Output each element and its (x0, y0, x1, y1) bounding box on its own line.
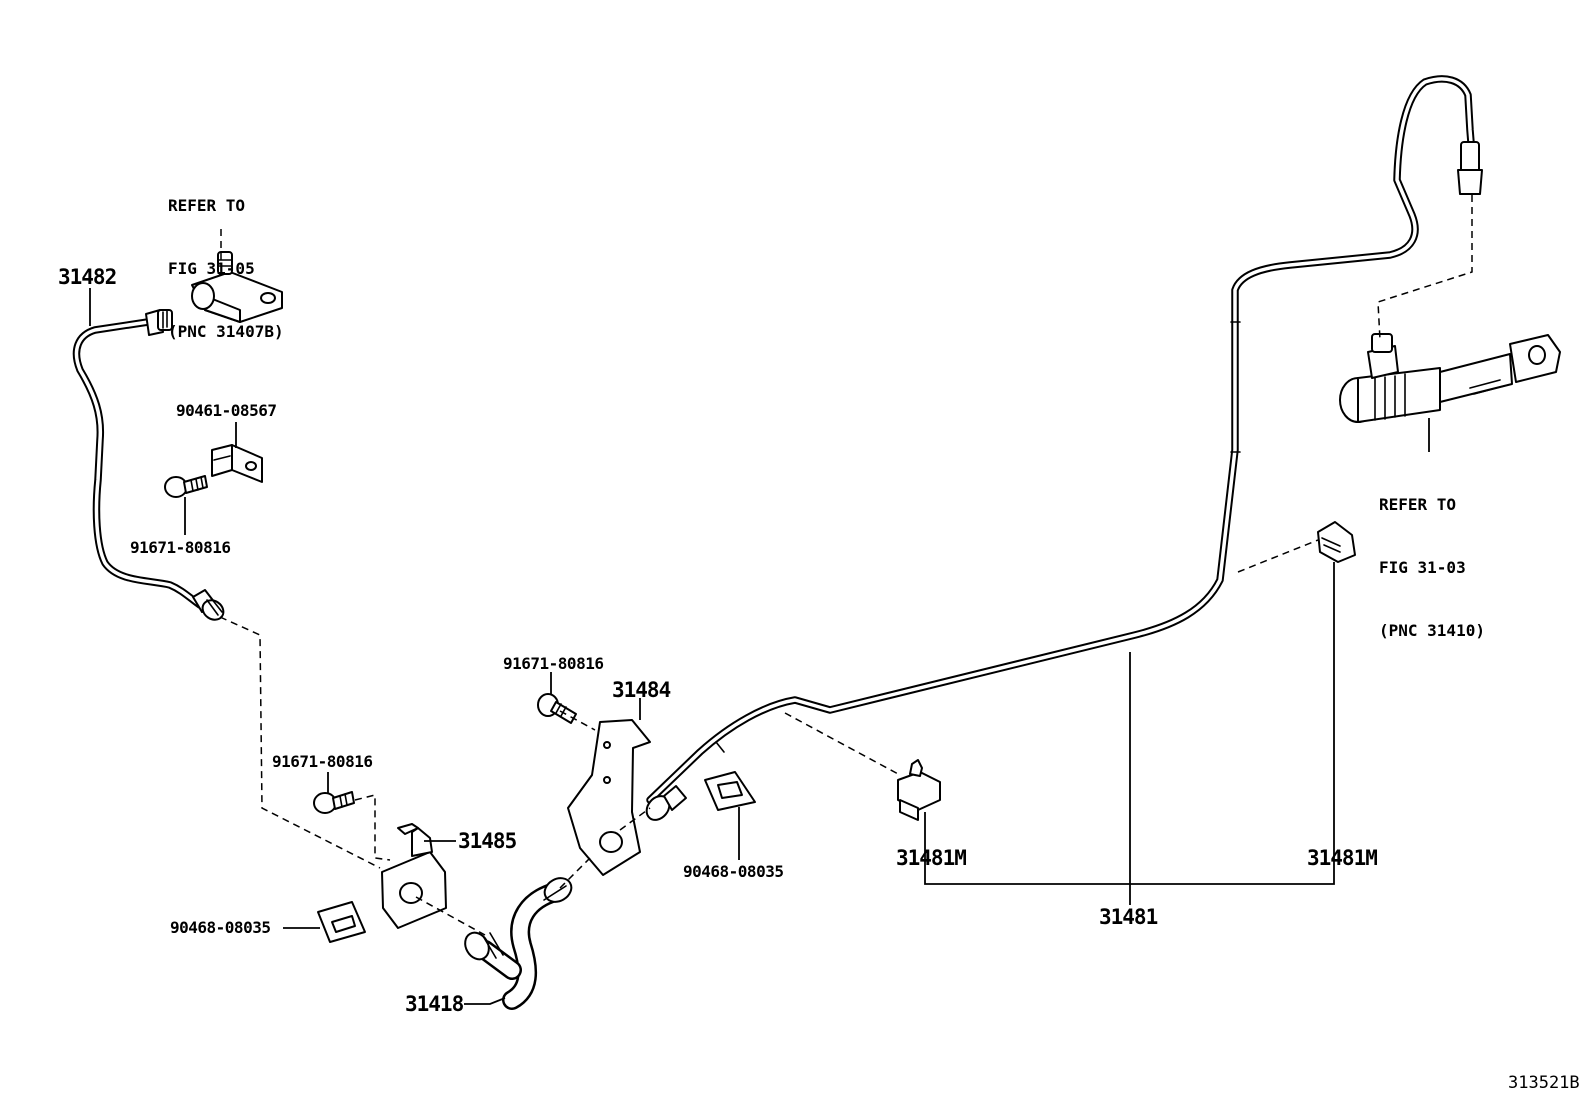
ref-note-line: REFER TO (1379, 495, 1457, 514)
part-label-31481M-middle[interactable]: 31481M (896, 846, 967, 870)
part-label-31484[interactable]: 31484 (612, 678, 671, 702)
leader-lines (89, 288, 1430, 1005)
ref-note-fig-31-05: REFER TO FIG 31-05 (PNC 31407B) (168, 153, 284, 363)
flexible-hose-31418[interactable] (460, 873, 575, 1010)
clamp-90461-08567[interactable] (211, 444, 263, 483)
dashed-connectors (219, 195, 1473, 936)
part-label-31481[interactable]: 31481 (1099, 905, 1158, 929)
part-label-90468-08035-left[interactable]: 90468-08035 (170, 918, 271, 937)
bolt-91671-80816-upper[interactable] (164, 475, 208, 498)
part-label-91671-80816-middle[interactable]: 91671-80816 (272, 752, 373, 771)
bracket-31484[interactable] (567, 719, 651, 876)
ref-note-line: FIG 31-03 (1379, 558, 1466, 577)
clutch-hose-31482[interactable] (72, 309, 227, 624)
bolt-91671-80816-middle[interactable] (313, 791, 355, 814)
ref-note-line: FIG 31-05 (168, 259, 255, 278)
part-label-31482[interactable]: 31482 (58, 265, 117, 289)
ref-note-line: (PNC 31410) (1379, 621, 1485, 640)
part-label-31418[interactable]: 31418 (405, 992, 464, 1016)
part-label-91671-80816-upper[interactable]: 91671-80816 (130, 538, 231, 557)
part-label-91671-80816-bracket[interactable]: 91671-80816 (503, 654, 604, 673)
clutch-pipe-31481[interactable] (642, 75, 1483, 825)
bracket-31485[interactable] (381, 823, 447, 929)
ref-note-fig-31-03: REFER TO FIG 31-03 (PNC 31410) (1379, 452, 1485, 662)
clip-90468-08035-left[interactable] (317, 901, 366, 943)
bolt-91671-80816-bracket[interactable] (537, 693, 577, 724)
clutch-master-cylinder-31410[interactable] (1339, 333, 1561, 423)
part-label-90468-08035-right[interactable]: 90468-08035 (683, 862, 784, 881)
union-block-31407B[interactable] (191, 251, 283, 323)
clamp-31481M-middle[interactable] (897, 759, 941, 821)
part-label-31481M-right[interactable]: 31481M (1307, 846, 1378, 870)
figure-id: 313521B (1508, 1073, 1580, 1093)
part-label-31485[interactable]: 31485 (458, 829, 517, 853)
clamp-31481M-right[interactable] (1317, 521, 1356, 563)
ref-note-line: REFER TO (168, 196, 246, 215)
ref-note-line: (PNC 31407B) (168, 322, 284, 341)
clip-90468-08035-right[interactable] (704, 771, 756, 811)
part-label-90461-08567[interactable]: 90461-08567 (176, 401, 277, 420)
